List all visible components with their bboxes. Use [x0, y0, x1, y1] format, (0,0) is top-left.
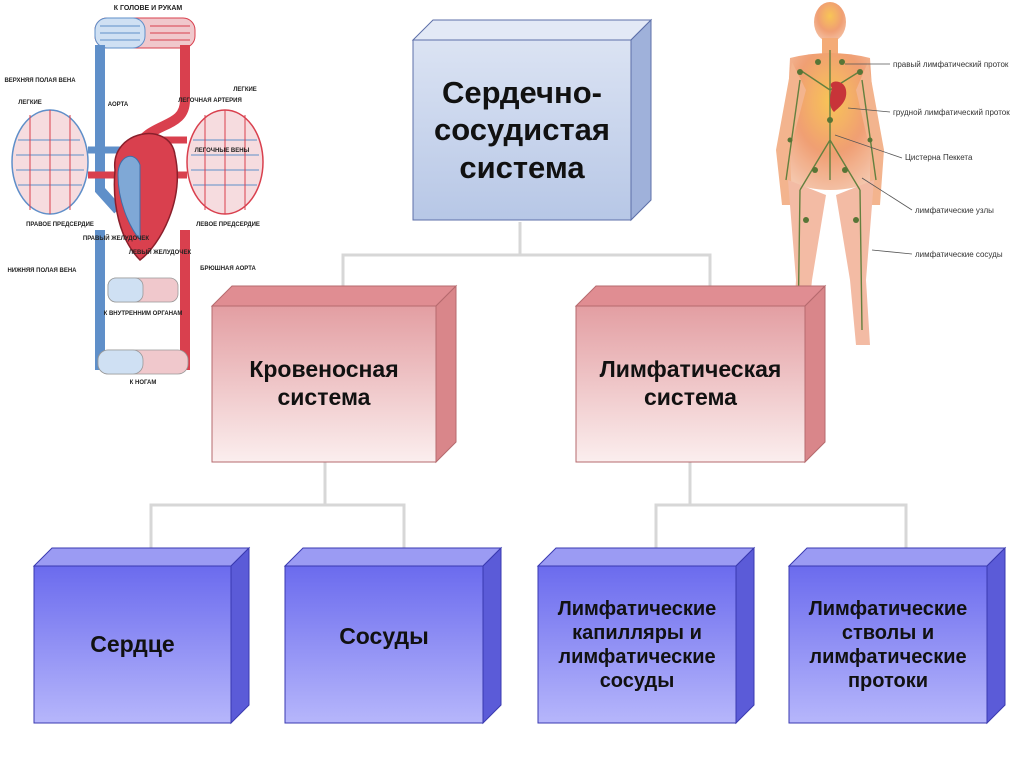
label-lungs-left: ЛЕГКИЕ: [18, 100, 42, 106]
head-capillaries: [94, 17, 196, 49]
label-cisterna: Цистерна Пеккета: [905, 153, 973, 162]
label-pulmonary-artery: ЛЕГОЧНАЯ АРТЕРИЯ: [178, 98, 242, 104]
label-pulmonary-veins: ЛЕГОЧНЫЕ ВЕНЫ: [195, 148, 250, 154]
capillaries-title: Лимфатические капилляры и лимфатические …: [557, 597, 717, 692]
label-right-ventricle: ПРАВЫЙ ЖЕЛУДОЧЕК: [83, 234, 150, 242]
label-lymph-nodes: лимфатические узлы: [915, 206, 994, 215]
heart-box: [32, 546, 251, 725]
root-title: Сердечно-сосудистая система: [434, 75, 610, 185]
circulation-diagram: К ГОЛОВЕ И РУКАМ ВЕРХНЯЯ ПОЛАЯ ВЕНА ЛЕГК…: [4, 5, 264, 386]
label-superior-vena-cava: ВЕРХНЯЯ ПОЛАЯ ВЕНА: [4, 78, 76, 84]
label-left-atrium: ЛЕВОЕ ПРЕДСЕРДИЕ: [196, 222, 260, 228]
vessels-title: Сосуды: [339, 622, 429, 649]
trunks-title: Лимфатические стволы и лимфатические про…: [808, 597, 968, 692]
circulatory-title: Кровеносная система: [249, 356, 399, 410]
label-thoracic-duct: грудной лимфатический проток: [893, 108, 1010, 117]
root-box: [411, 18, 653, 222]
heart: [113, 132, 179, 261]
label-abdominal-aorta: БРЮШНАЯ АОРТА: [200, 266, 256, 272]
vessels-box: [283, 546, 503, 725]
heart-title: Сердце: [90, 630, 175, 657]
trunks-box: [787, 546, 1007, 725]
label-head-arms: К ГОЛОВЕ И РУКАМ: [114, 5, 183, 12]
label-lymph-vessels: лимфатические сосуды: [915, 250, 1003, 259]
connectors: [149, 222, 908, 548]
left-lung: [11, 109, 89, 215]
label-right-lymph-duct: правый лимфатический проток: [893, 60, 1009, 69]
label-left-ventricle: ЛЕВЫЙ ЖЕЛУДОЧЕК: [129, 248, 192, 256]
label-internal-organs: К ВНУТРЕННИМ ОРГАНАМ: [104, 311, 183, 317]
superior-vena-cava: [95, 45, 122, 214]
lymphatic-title: Лимфатическая система: [599, 356, 782, 410]
label-legs: К НОГАМ: [130, 380, 157, 386]
label-right-atrium: ПРАВОЕ ПРЕДСЕРДИЕ: [26, 222, 94, 228]
lymphatic-box: [574, 284, 827, 464]
right-lung: [186, 109, 264, 215]
label-aorta: АОРТА: [108, 102, 129, 108]
label-lungs-right: ЛЕГКИЕ: [233, 87, 257, 93]
label-inferior-vena-cava: НИЖНЯЯ ПОЛАЯ ВЕНА: [7, 268, 77, 274]
organ-capillaries: [107, 277, 179, 303]
legs-capillaries: [97, 349, 189, 375]
circulatory-box: [210, 284, 458, 464]
capillaries-box: [536, 546, 756, 725]
